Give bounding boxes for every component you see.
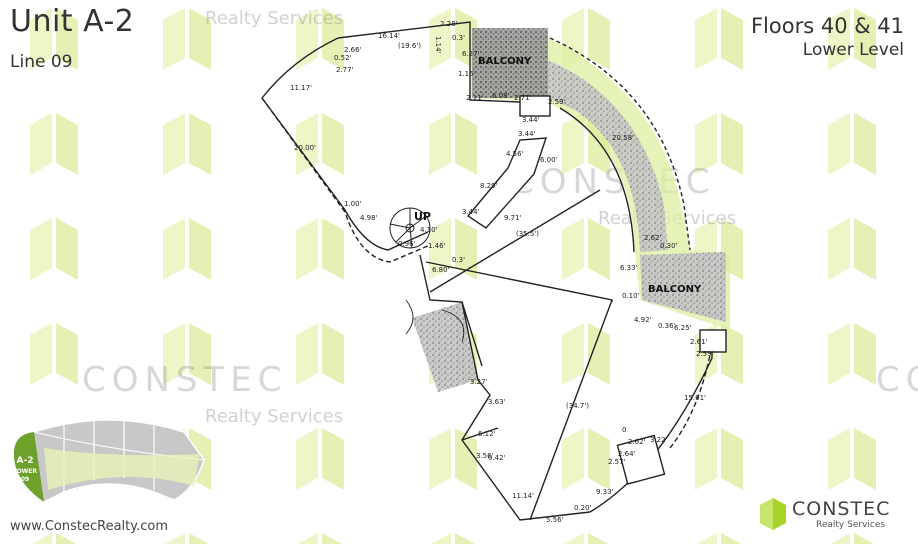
logo-name: CONSTEC: [792, 498, 891, 520]
svg-text:6.33': 6.33': [620, 264, 638, 272]
svg-text:20.58': 20.58': [612, 134, 634, 142]
logo-hex-icon: [760, 498, 786, 530]
svg-text:6.12': 6.12': [478, 430, 496, 438]
svg-text:15.61': 15.61': [684, 394, 706, 402]
svg-text:9.71': 9.71': [504, 214, 522, 222]
watermark-sub-left: Realty Services: [205, 406, 344, 427]
dimension-labels: 16.14' (19.6') 2.28' 0.3' 1.14' 6.27' 1.…: [290, 20, 714, 524]
svg-text:1.14': 1.14': [434, 36, 442, 54]
walls: [261, 21, 727, 521]
svg-text:16.14': 16.14': [378, 32, 400, 40]
svg-text:5.56': 5.56': [546, 516, 564, 524]
svg-text:2.59': 2.59': [548, 98, 566, 106]
svg-text:0.96': 0.96': [398, 240, 416, 248]
spiral-stair: [389, 207, 431, 249]
svg-text:0.36': 0.36': [658, 322, 676, 330]
key-plan-line: 09: [20, 476, 30, 483]
svg-text:3.63': 3.63': [488, 398, 506, 406]
svg-text:0.52': 0.52': [334, 54, 352, 62]
svg-text:4.98': 4.98': [360, 214, 378, 222]
svg-text:1.15': 1.15': [458, 70, 476, 78]
svg-text:2.57': 2.57': [608, 458, 626, 466]
entry-foyer: [412, 302, 478, 392]
website-link[interactable]: www.ConstecRealty.com: [10, 519, 168, 534]
logo-sub: Realty Services: [816, 520, 886, 530]
svg-text:0.3': 0.3': [452, 34, 465, 42]
stair-up-label: UP: [414, 210, 431, 223]
balcony-band: [470, 28, 730, 330]
svg-text:4.10': 4.10': [420, 226, 438, 234]
svg-text:3.56': 3.56': [476, 452, 494, 460]
kitchen-counter: [466, 137, 547, 229]
entry-door: [405, 299, 465, 343]
svg-text:2.66': 2.66': [344, 46, 362, 54]
key-plan-drawing: [13, 414, 205, 503]
svg-text:2.62': 2.62': [628, 438, 646, 446]
svg-text:2.77': 2.77': [336, 66, 354, 74]
key-plan-level: LOWER: [12, 468, 38, 475]
svg-text:20.00': 20.00': [294, 144, 316, 152]
svg-text:8.29': 8.29': [480, 182, 498, 190]
unit-title: Unit A-2: [10, 4, 135, 39]
svg-text:1.00': 1.00': [344, 200, 362, 208]
svg-text:3.44': 3.44': [522, 116, 540, 124]
svg-text:0.20': 0.20': [574, 504, 592, 512]
balcony-label-upper: BALCONY: [478, 56, 532, 67]
svg-text:3.27': 3.27': [470, 378, 488, 386]
svg-text:2.62': 2.62': [644, 234, 662, 242]
svg-text:3.44': 3.44': [518, 130, 536, 138]
svg-text:1.46': 1.46': [428, 242, 446, 250]
svg-text:11.17': 11.17': [290, 84, 312, 92]
constec-logo: CONSTEC Realty Services: [758, 494, 908, 534]
svg-text:0.3': 0.3': [452, 256, 465, 264]
svg-text:4.92': 4.92': [634, 316, 652, 324]
svg-text:2.11': 2.11': [466, 94, 484, 102]
key-plan: A-2 LOWER 09: [4, 410, 214, 510]
svg-text:9.33': 9.33': [596, 488, 614, 496]
svg-text:6.08': 6.08': [492, 92, 510, 100]
svg-text:(35.5'): (35.5'): [516, 230, 539, 238]
svg-text:6.00': 6.00': [540, 156, 558, 164]
svg-text:0.30': 0.30': [660, 242, 678, 250]
svg-text:3.44': 3.44': [462, 208, 480, 216]
line-label: Line 09: [10, 52, 73, 72]
svg-text:11.14': 11.14': [512, 492, 534, 500]
svg-text:2.28': 2.28': [440, 20, 458, 28]
svg-text:4.56': 4.56': [506, 150, 524, 158]
svg-text:2.61': 2.61': [690, 338, 708, 346]
watermark-name-left: CONSTEC: [82, 360, 288, 400]
svg-text:0.42': 0.42': [488, 454, 506, 462]
svg-text:6.27': 6.27': [462, 50, 480, 58]
svg-text:0.10': 0.10': [622, 292, 640, 300]
svg-text:0: 0: [622, 426, 626, 434]
level-label: Lower Level: [802, 40, 904, 60]
svg-text:(34.7'): (34.7'): [566, 402, 589, 410]
svg-text:3.22': 3.22': [650, 436, 668, 444]
balcony-label-lower: BALCONY: [648, 284, 702, 295]
key-plan-unit: A-2: [16, 456, 34, 466]
svg-text:(19.6'): (19.6'): [398, 42, 421, 50]
svg-text:6.80': 6.80': [432, 266, 450, 274]
watermark-sub-top: Realty Services: [205, 8, 344, 29]
svg-text:2.71': 2.71': [514, 94, 532, 102]
svg-text:2.59': 2.59': [696, 350, 714, 358]
watermark-name-edge: CONSTEC: [876, 360, 918, 400]
svg-text:6.25': 6.25': [674, 324, 692, 332]
svg-text:2.64': 2.64': [618, 450, 636, 458]
floors-label: Floors 40 & 41: [750, 14, 904, 38]
